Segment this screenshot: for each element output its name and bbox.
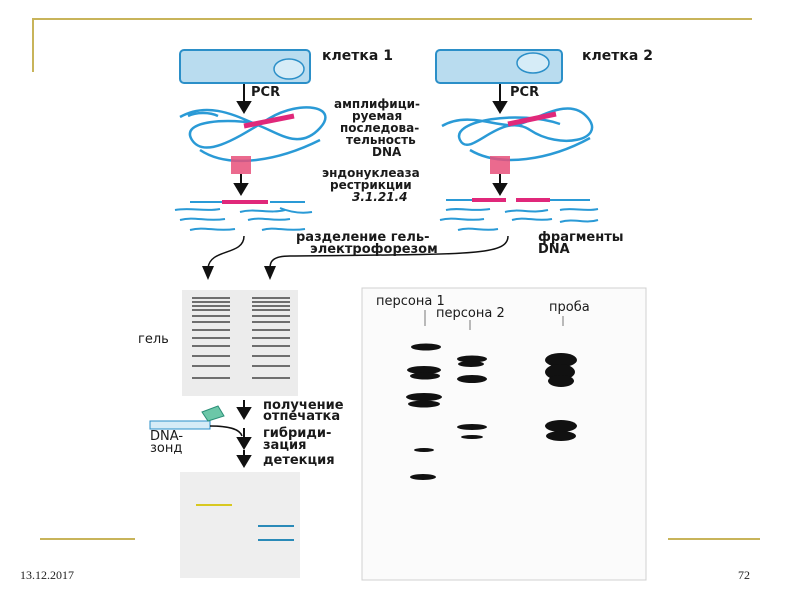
- amplified-line-1: амплифици-: [334, 97, 420, 111]
- probe-tag: [201, 405, 225, 422]
- gel-lane-1-bands: [192, 297, 230, 379]
- enzyme-box-2: [490, 156, 510, 174]
- cell-2-nucleus: [516, 52, 550, 74]
- amplified-line-5: DNA: [372, 145, 402, 159]
- autoradiograph: [361, 287, 647, 581]
- probe-label-2: зонд: [150, 441, 183, 456]
- lane-person-2: [457, 355, 487, 439]
- amplified-line-4: тельность: [346, 133, 416, 147]
- dna-loop-1: [179, 106, 327, 163]
- lane-sample: [545, 353, 577, 441]
- amplified-line-3: последова-: [340, 121, 420, 135]
- step-imprint-2: отпечатка: [263, 409, 341, 424]
- lane-person-1: [406, 343, 442, 480]
- slide-date: 13.12.2017: [20, 568, 74, 582]
- amplified-line-2: руемая: [352, 109, 403, 123]
- lane-label-person-2: персона 2: [436, 306, 505, 321]
- fragments-1: [174, 201, 313, 231]
- lane-label-person-1: персона 1: [376, 294, 445, 309]
- separation-line-2: электрофорезом: [310, 242, 438, 257]
- target-segment-2: [507, 111, 557, 127]
- step-detection: детекция: [263, 453, 335, 468]
- cell-1-nucleus: [273, 58, 305, 80]
- separation-line-1: разделение гель-: [296, 230, 430, 245]
- lane-label-sample: проба: [549, 300, 590, 315]
- step-hybrid-1: гибриди-: [263, 426, 332, 441]
- bottom-rule-right: [668, 538, 760, 540]
- bottom-rule-left: [40, 538, 135, 540]
- cell-1-label: клетка 1: [322, 48, 393, 64]
- probe-label-1: DNA-: [150, 429, 184, 444]
- fragments-2: [439, 199, 599, 231]
- slide-number: 72: [738, 568, 750, 582]
- pcr-label-2: PCR: [510, 85, 540, 100]
- target-segment-1: [243, 113, 295, 129]
- step-hybrid-2: зация: [263, 438, 307, 453]
- left-rule: [32, 18, 34, 72]
- gel-label: гель: [138, 332, 169, 347]
- fragments-line-2: DNA: [538, 242, 570, 257]
- probe-strip: [149, 420, 211, 430]
- enzyme-line-3: 3.1.21.4: [352, 190, 408, 204]
- top-rule: [32, 18, 752, 20]
- step-imprint-1: получение: [263, 398, 344, 413]
- enzyme-line-2: рестрикции: [330, 178, 412, 192]
- enzyme-line-1: эндонуклеаза: [322, 166, 420, 180]
- cell-2-label: клетка 2: [582, 48, 653, 64]
- dna-loop-2: [441, 107, 594, 162]
- enzyme-box-1: [231, 156, 251, 174]
- gel-lane-2-bands: [252, 297, 290, 379]
- pcr-label-1: PCR: [251, 85, 281, 100]
- fragments-line-1: фрагменты: [538, 230, 624, 245]
